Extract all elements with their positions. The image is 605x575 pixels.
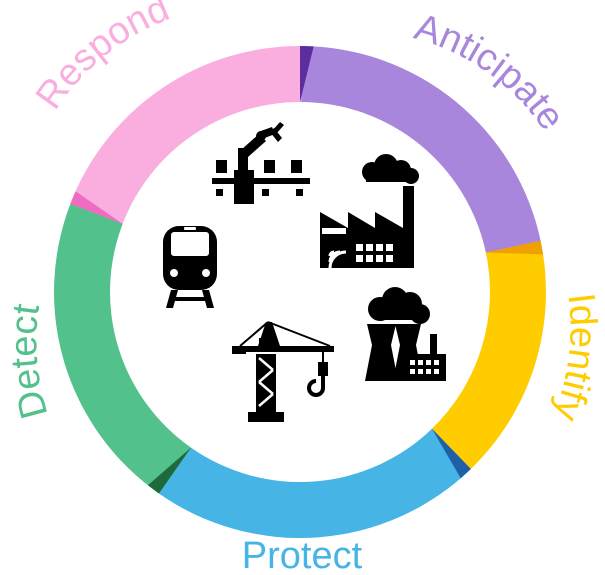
tower-crane-icon — [232, 321, 334, 422]
ring — [54, 45, 546, 539]
phase-label-identify: Identify — [545, 291, 604, 427]
ring-transition-protect — [432, 428, 471, 479]
robotic-arm-assembly-line-icon — [212, 122, 310, 204]
ring-transition-respond — [70, 191, 123, 224]
phase-label-protect: Protect — [242, 535, 363, 575]
ring-transition-anticipate — [300, 46, 314, 102]
ring-segment-anticipate — [300, 46, 541, 254]
ring-transition-detect — [147, 447, 191, 494]
ring-segment-identify — [431, 240, 546, 471]
phase-label-detect: Detect — [3, 301, 56, 423]
power-plant-icon — [365, 287, 446, 381]
smart-factory-icon — [320, 154, 419, 269]
ring-segment-detect — [54, 202, 192, 494]
train-icon — [163, 226, 217, 308]
ring-segment-respond — [70, 45, 302, 224]
ring-transition-identify — [485, 240, 544, 255]
ring-segment-protect — [157, 428, 471, 539]
